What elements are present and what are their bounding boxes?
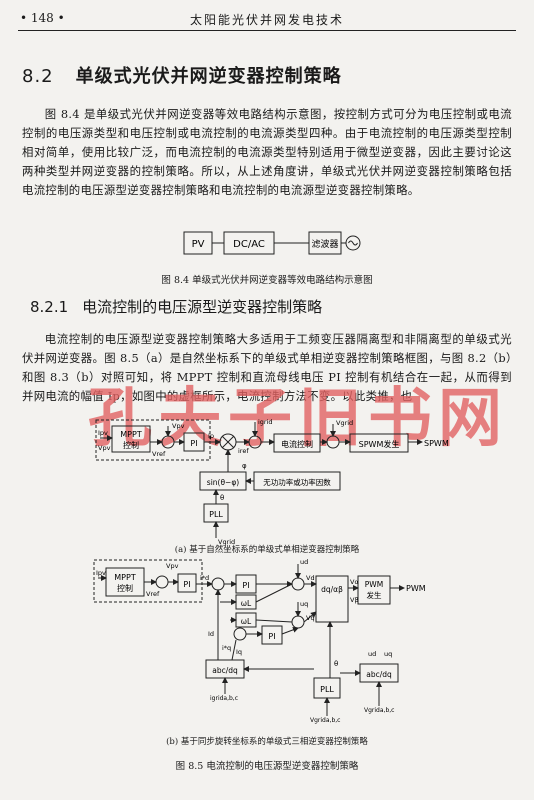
figure-8-4-caption: 图 8.4 单级式光伏并网逆变器等效电路结构示意图 [161,275,373,286]
mppt-control-label: 控制 [117,583,133,593]
subsection-heading: 8.2.1 电流控制的电压源型逆变器控制策略 [30,296,322,317]
id-label: Id [208,630,214,638]
pll-block: PLL [209,510,223,519]
vgrid-label: Vgrid [336,419,353,427]
dq-alphabeta-block: dq/αβ [321,585,343,594]
figure-8-5b: MPPT 控制 PI PI ωL ωL PI dq/αβ PWM 发生 PWM … [93,558,426,724]
vgrid-label: Vgrida,b,c [310,717,340,724]
reactive-block: 无功功率或功率因数 [263,477,331,487]
igrid-label: igrid [258,418,273,426]
pi-block-3: PI [268,632,275,641]
vq-label: Vq [306,614,315,622]
pwm-generate-label: 发生 [367,590,382,600]
v-alpha-label: Vα [350,578,359,586]
vgrid-pll-label: Vgrid [218,538,235,546]
subsection-title: 电流控制的电压源型逆变器控制策略 [82,298,323,316]
section-title: 单级式光伏并网逆变器控制策略 [75,66,342,87]
figure-8-5a-caption: (a) 基于自然坐标系的单级式单相逆变器控制策略 [174,545,360,555]
page-header: • 148 • 太阳能光伏并网发电技术 [18,10,516,31]
figure-8-4: PV DC/AC 滤波器 [183,231,361,255]
uq-label: uq [300,600,308,608]
mppt-control-label: 控制 [123,440,139,450]
pwm-output: PWM [406,584,426,593]
omega-l-block-2: ωL [241,617,252,626]
theta-label: θ [334,660,338,668]
spwm-output: SPWM [424,439,449,448]
subsection-number: 8.2.1 [30,298,69,316]
ipv-label: Ipv [96,569,106,577]
book-title: 太阳能光伏并网发电技术 [189,13,344,27]
pi-block-2: PI [242,581,249,590]
vpv-feedback-label: Vpv [172,422,185,430]
ipv-label: Ipv [98,429,108,437]
pv-block: PV [192,239,205,250]
sin-block: sin(θ−φ) [207,478,239,487]
vd-label: Vd [306,574,315,582]
ud-label-2: ud [368,650,376,658]
pwm-block-label: PWM [365,580,383,589]
dcac-block: DC/AC [233,239,265,250]
vpv-label: Vpv [166,562,179,570]
iref-label: iref [238,447,249,455]
vref-label: Vref [146,590,160,598]
section-heading: 8.2 单级式光伏并网逆变器控制策略 [22,62,342,88]
id-star-label: i*d [200,574,209,582]
theta-label: θ [220,494,224,502]
v-beta-label: Vβ [350,596,359,604]
abc-dq-block-2: abc/dq [366,670,392,679]
vpv-label: Vpv [98,444,111,452]
figure-8-5a: MPPT 控制 PI 电流控制 SPWM发生 SPWM sin(θ−φ) 无功功… [95,418,449,546]
iq-star-label: i*q [222,644,231,652]
section-number: 8.2 [22,66,54,87]
spwm-block: SPWM发生 [359,439,400,449]
vgrid-label-2: Vgrida,b,c [364,707,394,714]
uq-label-2: uq [384,650,392,658]
pll-block: PLL [320,685,334,694]
figure-8-5b-caption: (b) 基于同步旋转坐标系的单级式三相逆变器控制策略 [166,737,368,747]
mppt-label: MPPT [114,573,136,582]
omega-l-block-1: ωL [241,599,252,608]
pi-block: PI [190,439,197,448]
igrid-label: igrida,b,c [210,695,238,702]
ip-label: Ip [208,432,214,440]
current-control-block: 电流控制 [281,439,313,449]
filter-block: 滤波器 [311,238,338,250]
page-number: • 148 • [20,11,65,25]
abc-dq-block-1: abc/dq [212,666,238,675]
vref-label: Vref [152,450,166,458]
figure-8-5-caption: 图 8.5 电流控制的电压源型逆变器控制策略 [175,761,359,772]
iq-label: Iq [236,648,242,656]
mppt-label: MPPT [120,430,142,439]
pi-block-1: PI [183,580,190,589]
paragraph-1: 图 8.4 是单级式光伏并网逆变器等效电路结构示意图，按控制方式可分为电压控制或… [22,107,512,197]
phi-label: φ [242,462,247,470]
ud-label: ud [300,558,308,566]
paragraph-2: 电流控制的电压源型逆变器控制策略大多适用于工频变压器隔离型和非隔离型的单级式光伏… [22,332,512,403]
